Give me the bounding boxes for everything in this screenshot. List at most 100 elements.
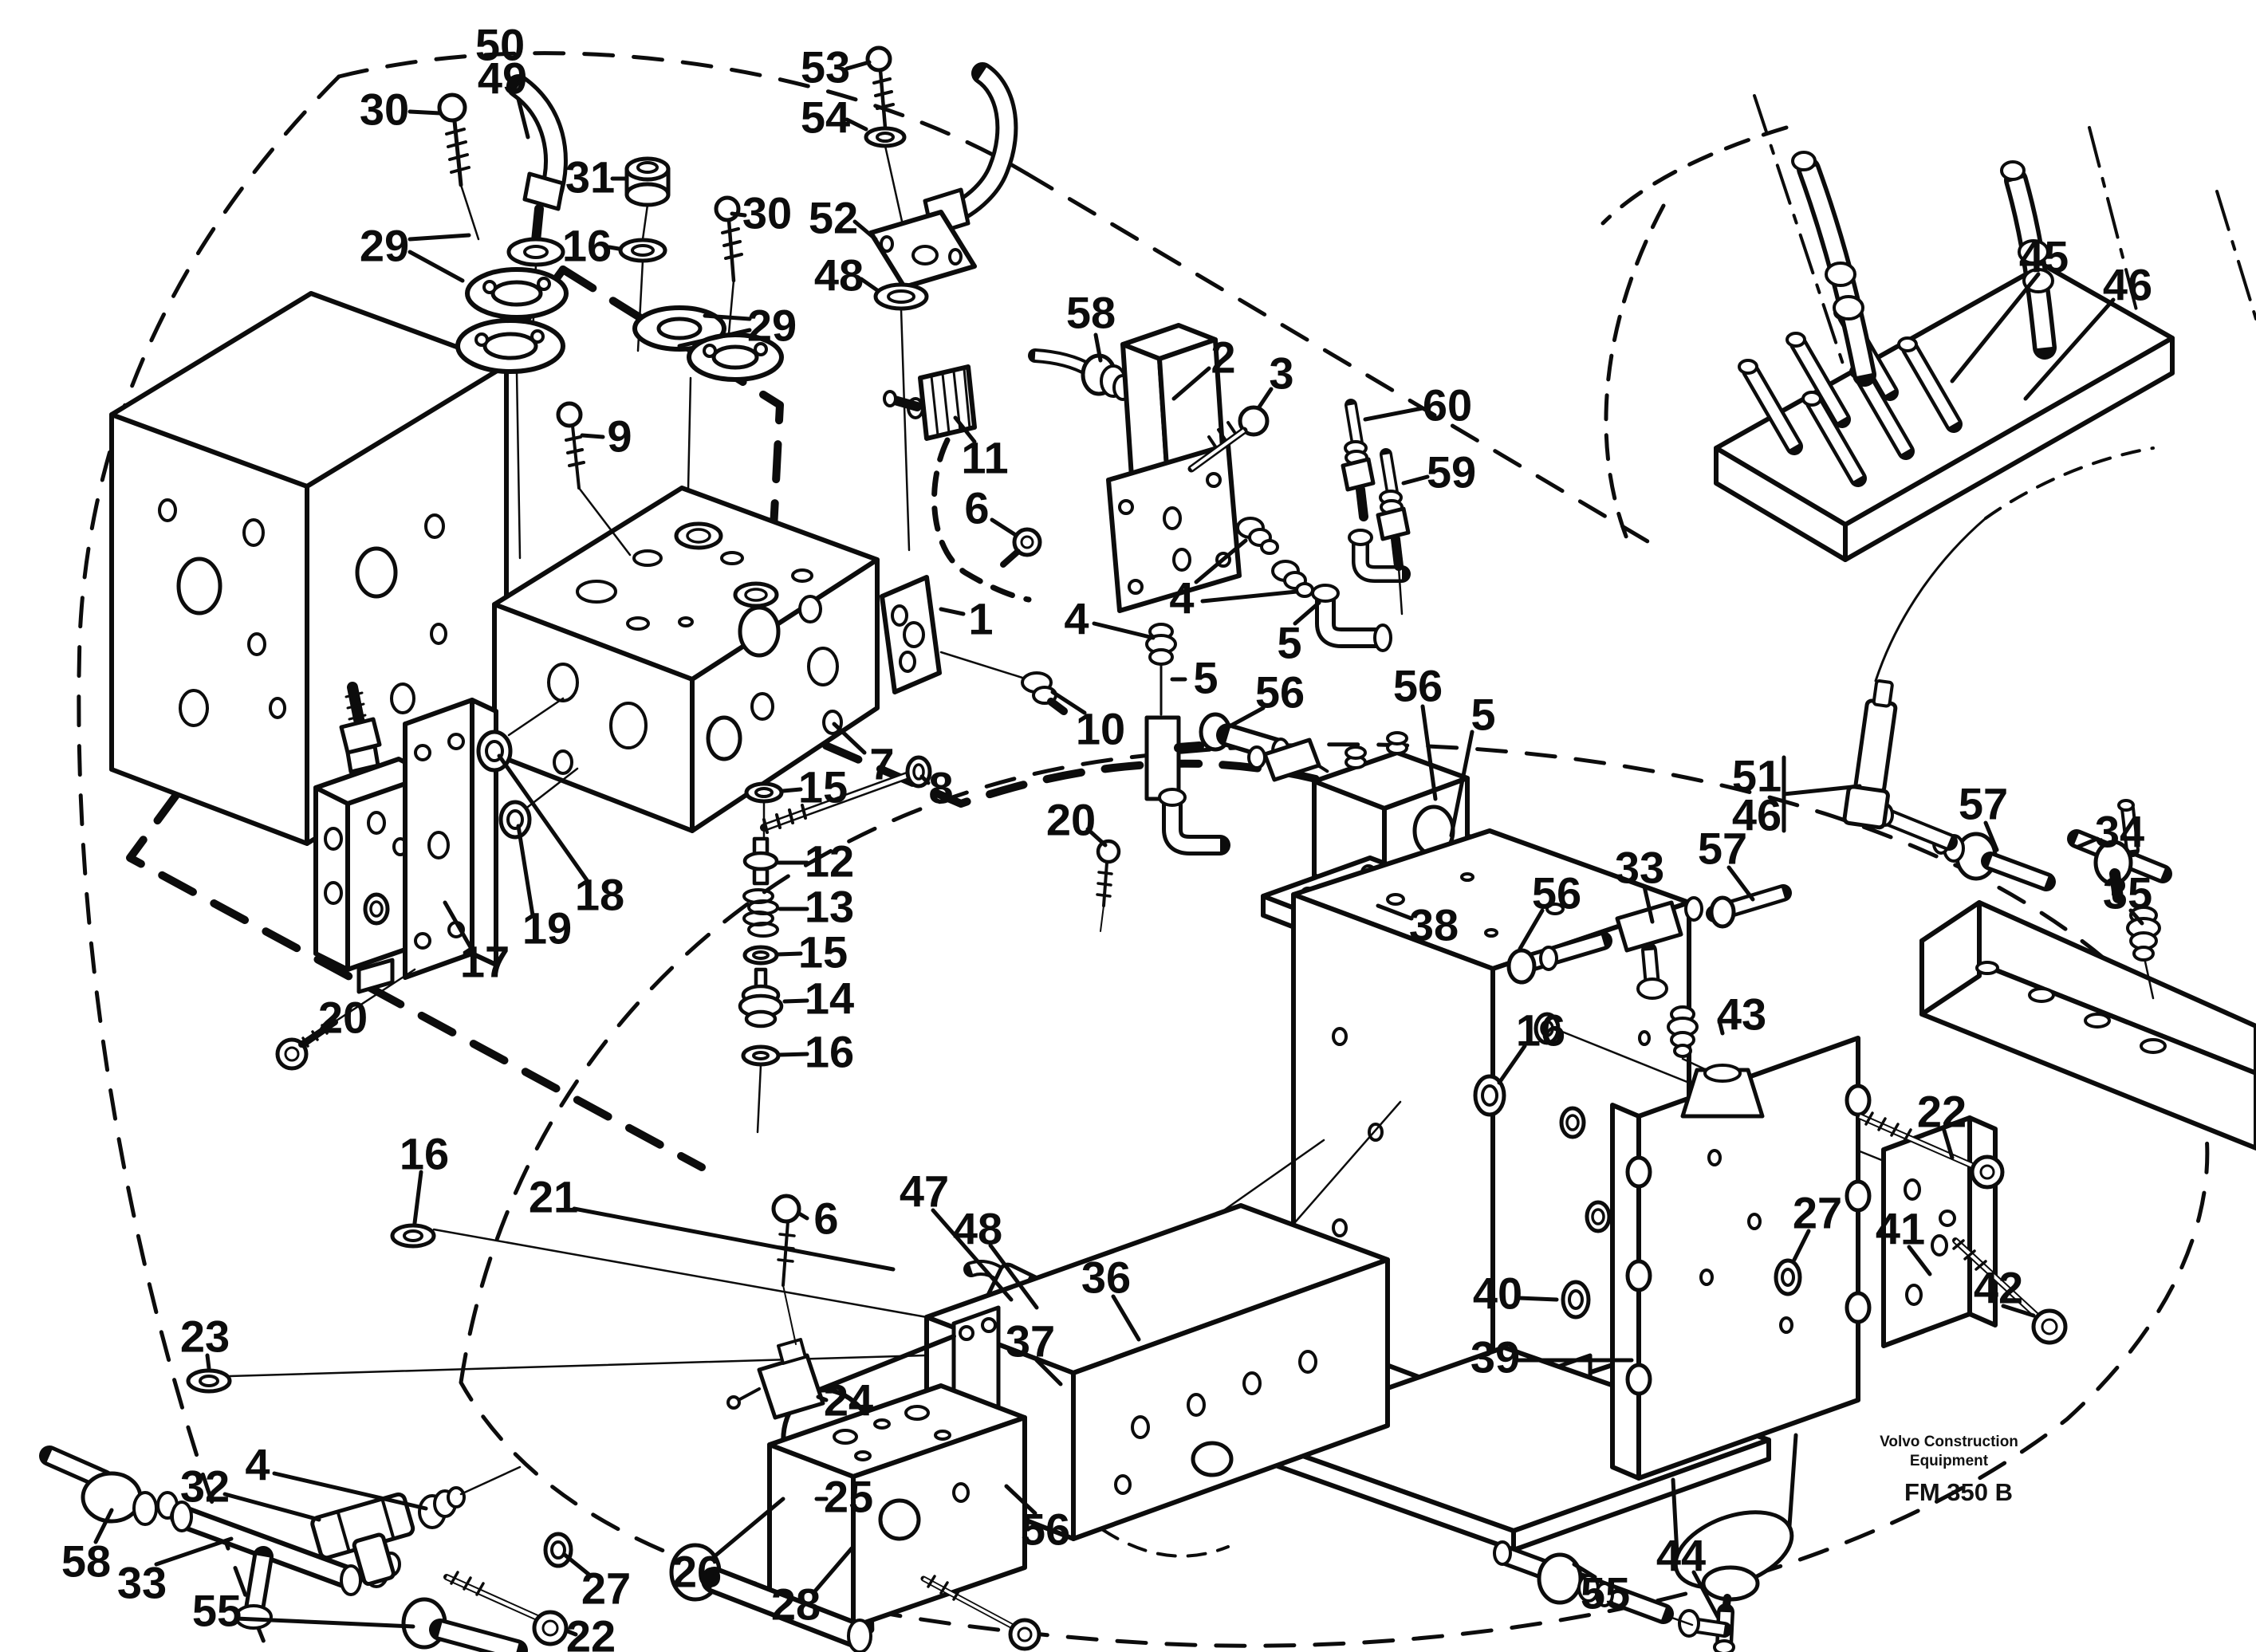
- callout-leader-20: [1085, 827, 1108, 848]
- callout-leader-33: [1642, 884, 1655, 924]
- part-callout-18-39: 18: [575, 870, 624, 920]
- cone-4-bottom: [418, 1486, 466, 1529]
- callout-leader-57: [1726, 865, 1755, 902]
- part-callout-24-68: 24: [824, 1375, 873, 1426]
- part-callout-17-41: 17: [460, 937, 510, 987]
- tee-33-bottom: [170, 1501, 363, 1630]
- part-callout-46-46: 46: [1732, 790, 1782, 840]
- callout-leader-3: [1256, 387, 1274, 411]
- part-callout-20-42: 20: [318, 993, 368, 1043]
- spool-stub: [669, 1543, 872, 1652]
- part-callout-27-78: 27: [1793, 1188, 1842, 1238]
- part-callout-15-33: 15: [798, 762, 848, 812]
- callout-leader-48: [859, 277, 880, 293]
- part-callout-55-63: 55: [192, 1586, 242, 1636]
- spool-parts-column: [738, 781, 784, 1134]
- callout-leader-34: [2076, 836, 2100, 849]
- valve-39-cylinder: [1671, 1433, 1798, 1616]
- bolt-20: [275, 1037, 309, 1071]
- callout-leader-9: [580, 433, 605, 439]
- callout-leader-20: [301, 1026, 331, 1048]
- main-valve-block-assembly: [492, 401, 942, 1134]
- part-callout-38-44: 38: [1409, 900, 1459, 950]
- knurled-fitting-11: [883, 364, 977, 441]
- part-callout-14-37: 14: [805, 974, 854, 1024]
- part-callout-20-43: 20: [1046, 795, 1096, 845]
- callout-leader-22: [1942, 1128, 1955, 1160]
- cone-43: [1667, 1005, 1708, 1072]
- callout-leader-57: [1983, 820, 1999, 852]
- part-callout-11-18: 11: [961, 433, 1008, 483]
- part-callout-21-57: 21: [529, 1172, 578, 1222]
- callout-leader-8: [919, 774, 931, 785]
- part-callout-52-11: 52: [809, 193, 858, 243]
- callout-leader-22: [565, 1629, 578, 1637]
- callout-leader-40: [1516, 1296, 1559, 1302]
- screw-30-right: [714, 195, 741, 222]
- callout-leader-46: [1782, 784, 1862, 796]
- flanged-elbow-assembly: [864, 45, 1018, 552]
- callout-leader-29: [407, 250, 465, 283]
- part-callout-29-3: 29: [360, 221, 409, 271]
- part-callout-55-82: 55: [1581, 1568, 1630, 1619]
- part-callout-26-65: 26: [672, 1547, 722, 1597]
- screw-6-bottom: [771, 1194, 801, 1224]
- pressure-switch-24: [726, 1338, 825, 1420]
- callout-leader-58: [93, 1508, 114, 1544]
- part-callout-5-26: 5: [1193, 653, 1218, 703]
- part-callout-6-67: 6: [813, 1194, 838, 1244]
- brand-line2: Equipment: [1910, 1453, 1989, 1469]
- part-callout-40-76: 40: [1473, 1268, 1522, 1319]
- part-callout-48-12: 48: [814, 250, 864, 301]
- solenoid-valve-21-assembly: [186, 1194, 1390, 1651]
- callout-leader-33: [154, 1536, 234, 1567]
- part-callout-43-53: 43: [1717, 989, 1766, 1040]
- part-callout-50-0: 50: [475, 20, 525, 70]
- valve-39-assembly: [1493, 884, 2068, 1652]
- part-callout-4-23: 4: [1169, 573, 1194, 623]
- tank-block: [109, 291, 509, 846]
- screw-22-bottom: [443, 1571, 569, 1646]
- part-callout-30-2: 30: [360, 85, 409, 135]
- callout-leader-53: [845, 60, 872, 71]
- callout-leader-11: [953, 415, 977, 444]
- block-26: [767, 1383, 1027, 1629]
- part-callout-5-29: 5: [1471, 690, 1495, 740]
- hose-clamp-assembly-left: [437, 74, 569, 560]
- callout-leader-5: [1449, 730, 1474, 838]
- part-callout-56-74: 56: [1021, 1504, 1070, 1555]
- callout-leader-19: [516, 824, 535, 918]
- callout-leader-18: [497, 753, 589, 883]
- nipple-60: [1341, 399, 1376, 521]
- hose-46: [2000, 160, 2057, 360]
- callout-leader-6: [797, 1211, 809, 1221]
- callout-leader-56: [1226, 706, 1266, 730]
- part-callout-39-77: 39: [1471, 1332, 1520, 1383]
- hose-45: [1791, 151, 1876, 387]
- valve-39-body: [1636, 1036, 1860, 1481]
- tee-33-top: [1506, 884, 1792, 1000]
- brand-line1: Volvo Construction: [1880, 1434, 2018, 1450]
- hose-55-right: [1493, 1540, 1694, 1626]
- callout-leader-30: [730, 211, 747, 218]
- callout-leader-56: [1518, 908, 1545, 951]
- callout-leader-29: [703, 313, 752, 321]
- callout-leader-24: [816, 1394, 829, 1402]
- callout-leader-28: [811, 1546, 854, 1595]
- fitting-51-46: [1842, 679, 1898, 830]
- callout-leader-52: [852, 219, 878, 242]
- callout-leader-16: [412, 1170, 423, 1225]
- callout-leader-27: [562, 1552, 593, 1578]
- callout-leader-7: [832, 722, 867, 755]
- part-callout-58-13: 58: [1066, 288, 1116, 338]
- bottom-left-hoses: [39, 1446, 872, 1652]
- callout-leader-38: [1376, 903, 1414, 921]
- callout-leader-4: [1092, 621, 1156, 640]
- part-callout-54-10: 54: [801, 92, 850, 143]
- callout-leader-42: [2001, 1304, 2036, 1318]
- spring-13: [742, 888, 779, 938]
- part-callout-56-27: 56: [1255, 667, 1305, 718]
- callout-leader-56: [1420, 704, 1438, 801]
- part-callout-36-73: 36: [1081, 1253, 1131, 1303]
